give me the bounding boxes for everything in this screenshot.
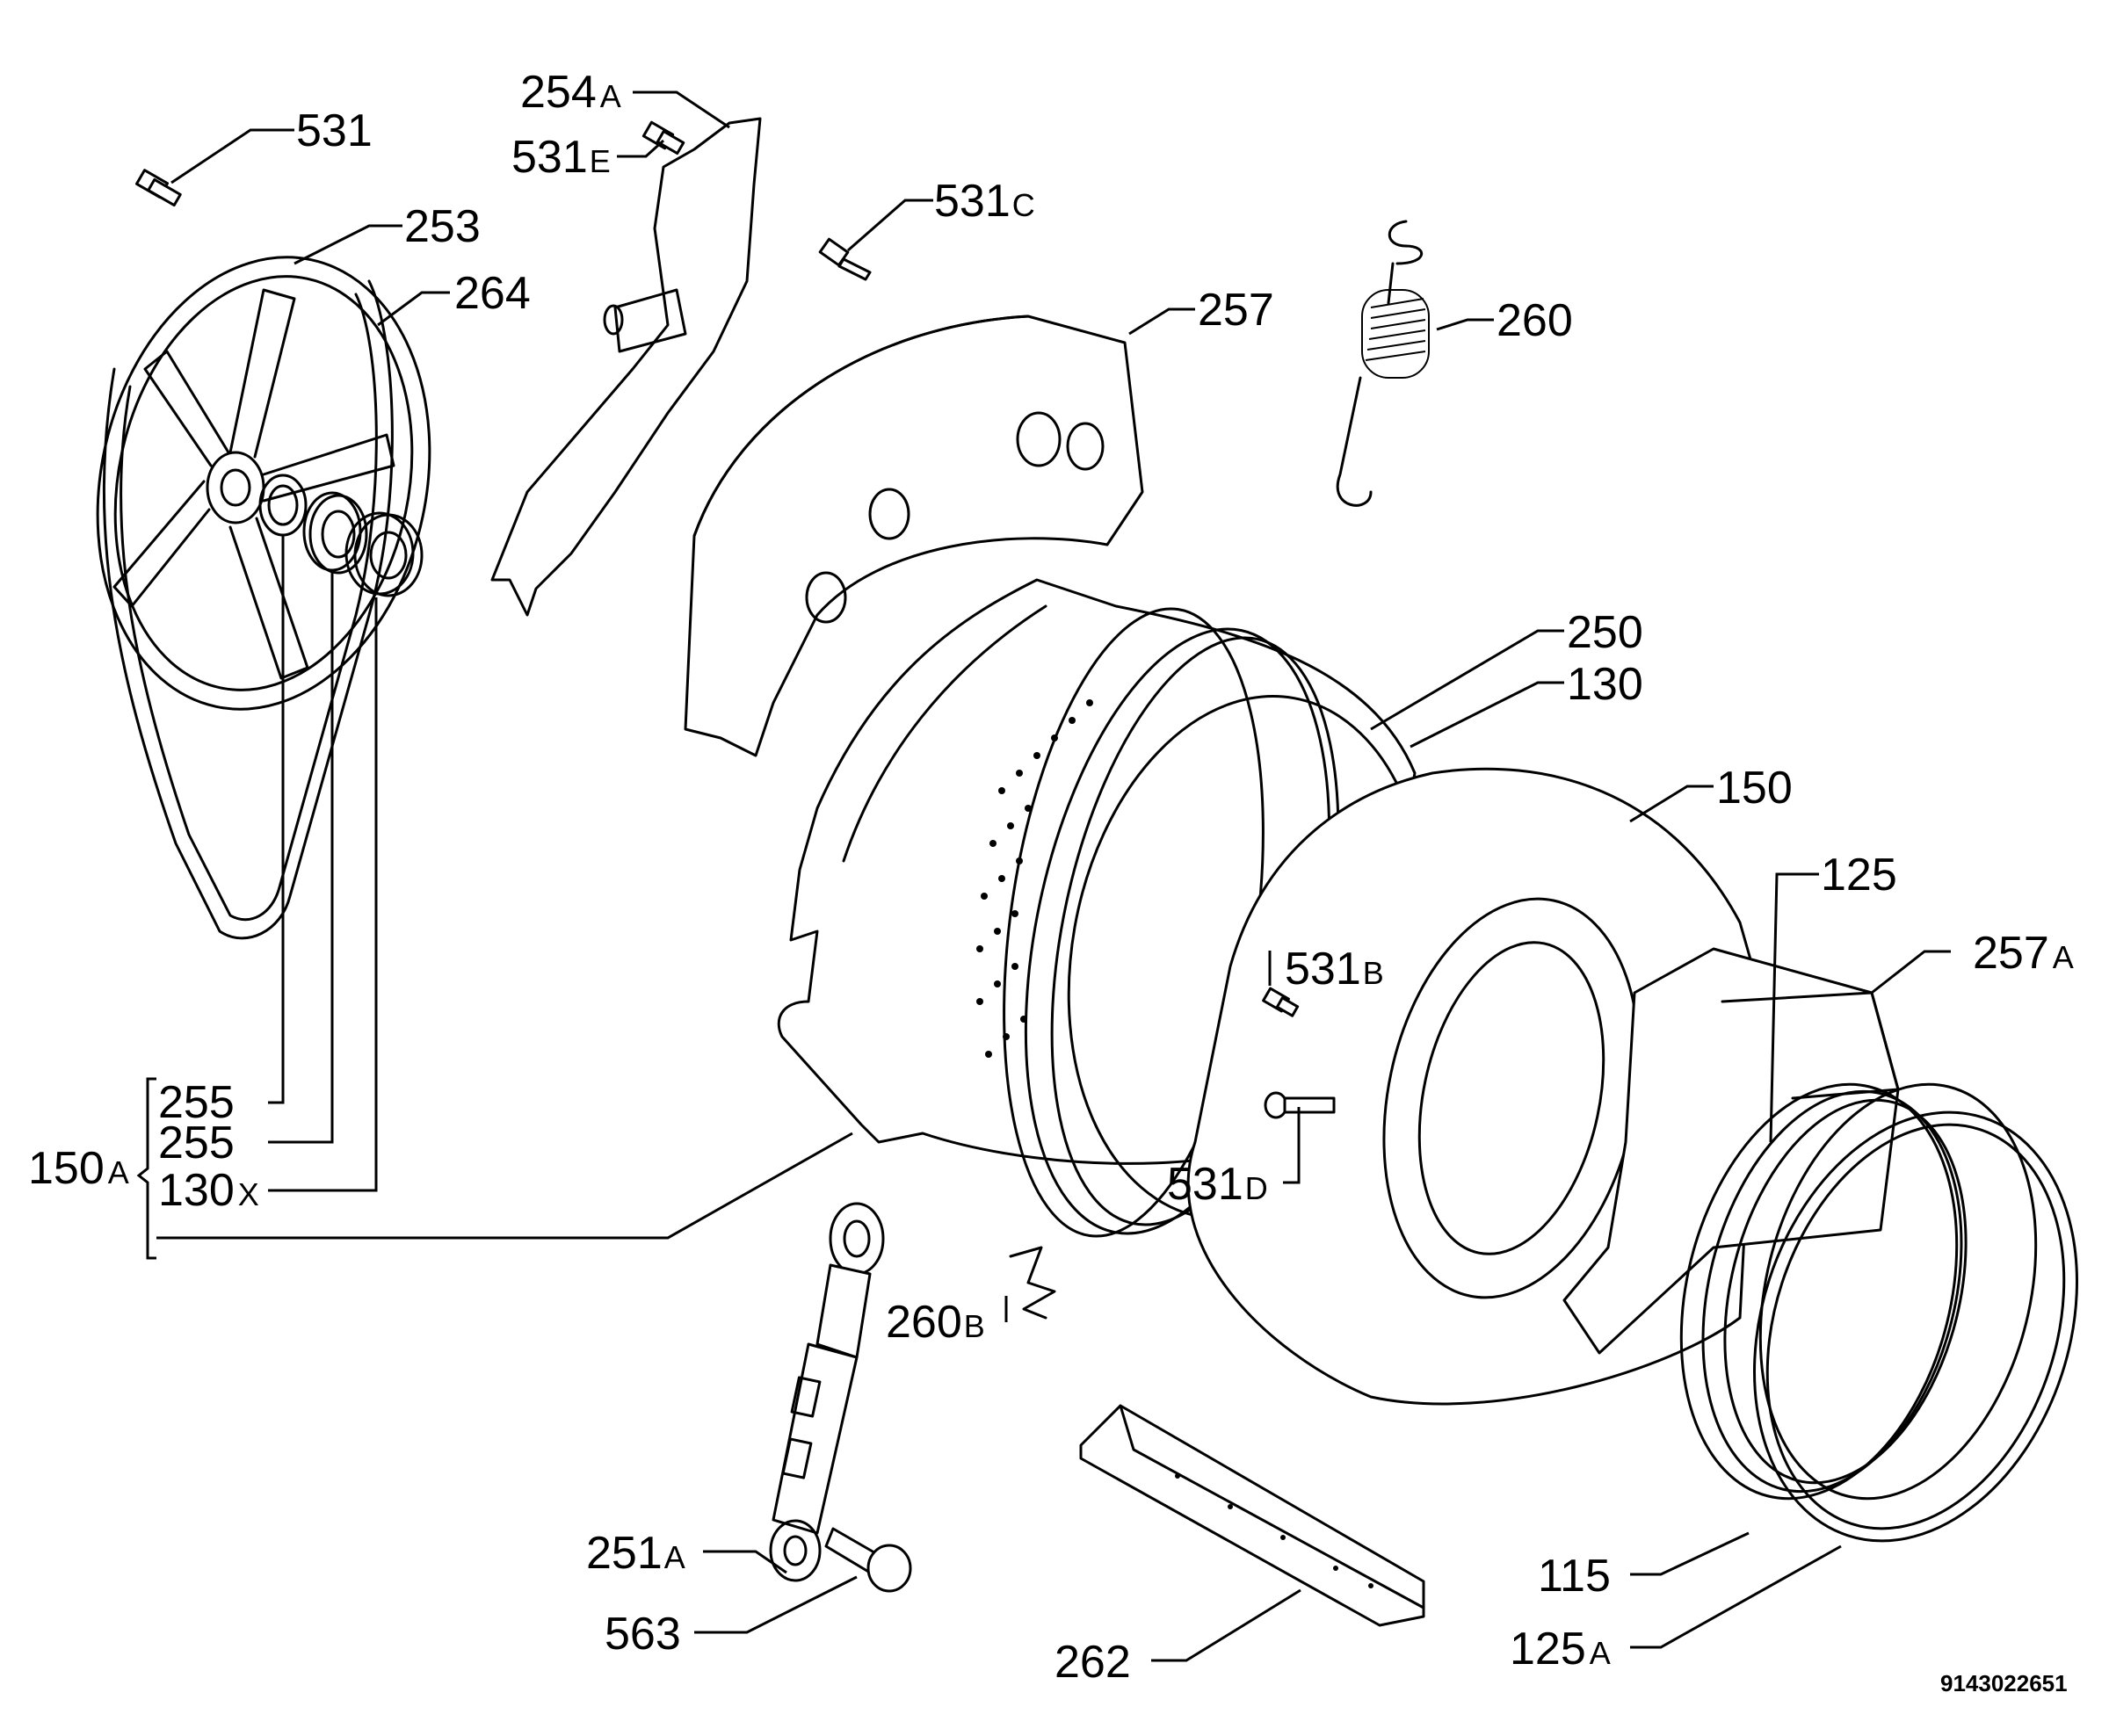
label-264: 264: [454, 268, 531, 319]
seal-255: [258, 474, 308, 537]
counterweight-257: [684, 315, 1144, 757]
bearing-255: [302, 491, 368, 575]
label-130: 130: [1567, 659, 1643, 710]
spring-260: [1336, 220, 1430, 507]
bolt-563: [824, 1527, 912, 1593]
label-531d: 531D: [1167, 1159, 1268, 1210]
label-125: 125: [1821, 850, 1897, 901]
clamp-ring-125a: [1753, 1110, 2078, 1543]
shock-absorber-251a: [769, 1202, 885, 1582]
screw-531b: [1262, 987, 1300, 1017]
leader-lines: [156, 90, 1951, 1662]
door-seal-125: [1679, 1082, 2038, 1501]
screw-531c: [818, 237, 872, 281]
bearing-130x: [344, 511, 424, 597]
label-115: 115: [1538, 1551, 1611, 1602]
label-250: 250: [1567, 607, 1643, 658]
group-bracket-150a: [136, 1077, 156, 1260]
label-531c: 531C: [934, 176, 1035, 227]
screw-531e: [641, 120, 685, 156]
counterweight-257a: [1562, 947, 1900, 1355]
clip-260b: [1009, 1246, 1056, 1320]
bolt-531d: [1264, 1091, 1336, 1119]
label-262: 262: [1054, 1637, 1131, 1688]
label-255-seal: 255: [158, 1077, 235, 1128]
drive-belt-264: [102, 279, 394, 940]
label-531: 531: [296, 105, 373, 156]
drum-perforation: [976, 699, 1093, 1058]
label-253: 253: [404, 201, 481, 252]
label-251a: 251A: [586, 1528, 685, 1579]
screw-531: [135, 169, 182, 207]
rail-262: [1079, 1404, 1425, 1627]
label-257: 257: [1198, 285, 1274, 336]
label-260b: 260B: [886, 1297, 985, 1348]
bracket-254a: [490, 117, 762, 617]
label-260: 260: [1497, 295, 1573, 346]
label-531b: 531B: [1285, 944, 1384, 995]
label-531e: 531E: [511, 132, 611, 183]
label-563: 563: [605, 1609, 681, 1660]
label-150: 150: [1716, 763, 1793, 814]
document-number: 9143022651: [1940, 1670, 2068, 1696]
label-255-bearing: 255: [158, 1118, 235, 1168]
